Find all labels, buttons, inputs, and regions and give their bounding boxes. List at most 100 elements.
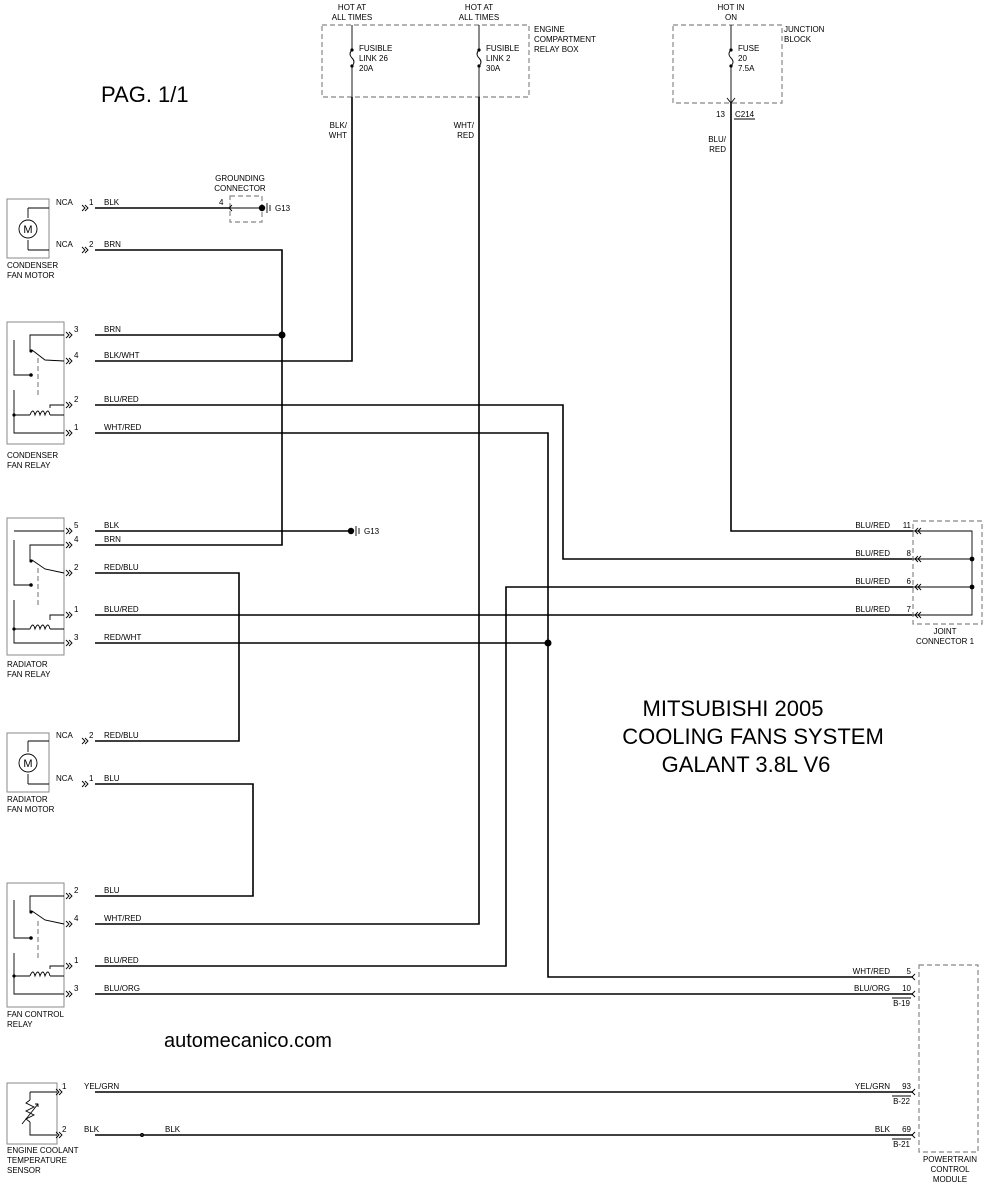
wire-color-label: BRN	[104, 325, 121, 334]
wire-color-label: WHT/RED	[853, 967, 891, 976]
radiator-fan-motor: M RADIATOR FAN MOTOR	[6, 732, 55, 814]
title-line-2: COOLING FANS SYSTEM	[622, 724, 884, 749]
pin-label: 8	[907, 549, 912, 558]
splice-wht-red	[544, 639, 552, 647]
wire-color-label: BLU/ORG	[854, 984, 890, 993]
nca-label: NCA	[56, 731, 74, 740]
pin-label: 1	[62, 1082, 67, 1091]
title-line-3: GALANT 3.8L V6	[662, 752, 831, 777]
pin-label: 2	[89, 240, 94, 249]
condenser-fan-motor-label-line-1: CONDENSER	[7, 261, 58, 270]
relay-box-label-line-1: ENGINE	[534, 25, 565, 34]
wire-color-label: BLK	[104, 521, 120, 530]
junction-block-label-line-1: JUNCTION	[784, 25, 825, 34]
pin-label: 2	[74, 563, 79, 572]
c214-connector-label: C214	[735, 110, 755, 119]
relay-box-label-line-2: COMPARTMENT	[534, 35, 596, 44]
splice-brn	[278, 331, 286, 339]
pcm-label-line-2: CONTROL	[930, 1165, 970, 1174]
fusible-link-2-line-2: LINK 2	[486, 54, 511, 63]
motor-symbol: M	[23, 758, 32, 770]
wire-color-label: BLK	[165, 1125, 181, 1134]
wire-color-label: YEL/GRN	[84, 1082, 119, 1091]
pin-label: 2	[74, 395, 79, 404]
wire-label-blu-red-line-1: BLU/	[708, 135, 727, 144]
relay-box-label-line-3: RELAY BOX	[534, 45, 579, 54]
pin-label: 4	[74, 914, 79, 923]
pin-label: 5	[907, 967, 912, 976]
joint-connector-label-line-2: CONNECTOR 1	[916, 637, 975, 646]
radiator-fan-relay-label-line-2: FAN RELAY	[7, 670, 51, 679]
engine-compartment-relay-box: HOT AT ALL TIMES HOT AT ALL TIMES ENGINE…	[321, 3, 596, 140]
wire-color-label: BLU/RED	[104, 956, 139, 965]
wire-label-wht-red-line-1: WHT/	[454, 121, 475, 130]
wire-color-label: RED/BLU	[104, 731, 139, 740]
hot-in-on-line-2: ON	[725, 13, 737, 22]
sensor-label-line-3: SENSOR	[7, 1166, 41, 1175]
hot-at-all-times-1-line-1: HOT AT	[338, 3, 366, 12]
wire-label-blu-red-line-2: RED	[709, 145, 726, 154]
hot-in-on-line-1: HOT IN	[718, 3, 745, 12]
g13-ground-2: G13	[347, 526, 380, 536]
connector-terminals	[55, 204, 922, 1139]
sensor-label-line-1: ENGINE COOLANT	[7, 1146, 79, 1155]
hot-at-all-times-1-line-2: ALL TIMES	[332, 13, 372, 22]
hot-at-all-times-2-line-1: HOT AT	[465, 3, 493, 12]
g13-ground-label-2: G13	[364, 527, 380, 536]
wire-color-label: BLU/RED	[104, 395, 139, 404]
wire-color-label: BRN	[104, 535, 121, 544]
pin-label: 10	[902, 984, 911, 993]
wire-color-label: BLU/RED	[855, 549, 890, 558]
condenser-fan-motor: M CONDENSER FAN MOTOR	[6, 198, 58, 280]
fusible-link-2-line-3: 30A	[486, 64, 501, 73]
wire-color-label: WHT/RED	[104, 423, 142, 432]
wire-color-label: RED/BLU	[104, 563, 139, 572]
fan-control-relay: FAN CONTROL RELAY	[6, 882, 65, 1029]
pin-label: 3	[74, 984, 79, 993]
powertrain-control-module: POWERTRAIN CONTROL MODULE	[918, 964, 979, 1184]
pin-label: 3	[74, 633, 79, 642]
wire-label-blk-wht-line-1: BLK/	[330, 121, 348, 130]
radiator-fan-motor-label-line-2: FAN MOTOR	[7, 805, 55, 814]
nca-label: NCA	[56, 240, 74, 249]
junction-block-label-line-2: BLOCK	[784, 35, 812, 44]
wire-color-label: BLK	[84, 1125, 100, 1134]
g13-ground-label: G13	[275, 204, 291, 213]
hot-at-all-times-2-line-2: ALL TIMES	[459, 13, 499, 22]
grounding-connector-label-line-2: CONNECTOR	[214, 184, 266, 193]
wire-label-wht-red-line-2: RED	[457, 131, 474, 140]
fuse-20-line-2: 20	[738, 54, 747, 63]
condenser-fan-relay-label-line-1: CONDENSER	[7, 451, 58, 460]
diagram-title: MITSUBISHI 2005 COOLING FANS SYSTEM GALA…	[622, 696, 884, 777]
pin-label: 11	[903, 521, 912, 530]
radiator-fan-relay: RADIATOR FAN RELAY	[6, 517, 65, 679]
pin-label: 69	[902, 1125, 911, 1134]
wire-color-label: BLU	[104, 774, 120, 783]
wire-color-label: BLK	[875, 1125, 891, 1134]
pin-label: 2	[62, 1125, 67, 1134]
grounding-connector-pin: 4	[219, 198, 224, 207]
grounding-connector: GROUNDING CONNECTOR 4 G13	[214, 174, 291, 223]
connector-b22-label: B-22	[893, 1097, 910, 1106]
wire-color-label: BLU/RED	[855, 605, 890, 614]
pin-label: 93	[902, 1082, 911, 1091]
fan-control-relay-label-line-2: RELAY	[7, 1020, 33, 1029]
page-label: PAG. 1/1	[101, 82, 189, 107]
inline-connector	[140, 1133, 144, 1137]
fusible-link-26-line-2: LINK 26	[359, 54, 388, 63]
pin-label: 4	[74, 535, 79, 544]
radiator-fan-relay-label-line-1: RADIATOR	[7, 660, 48, 669]
fuse-20-line-3: 7.5A	[738, 64, 755, 73]
pcm-label-line-3: MODULE	[933, 1175, 967, 1184]
nca-label: NCA	[56, 198, 74, 207]
fusible-link-26-line-1: FUSIBLE	[359, 44, 392, 53]
fan-control-relay-label-line-1: FAN CONTROL	[7, 1010, 64, 1019]
wire-color-label: BLU/RED	[855, 577, 890, 586]
pin-label: 1	[89, 774, 94, 783]
radiator-fan-motor-label-line-1: RADIATOR	[7, 795, 48, 804]
pin-label: 3	[74, 325, 79, 334]
wire-color-label: YEL/GRN	[855, 1082, 890, 1091]
condenser-fan-motor-label-line-2: FAN MOTOR	[7, 271, 55, 280]
title-line-1: MITSUBISHI 2005	[643, 696, 824, 721]
